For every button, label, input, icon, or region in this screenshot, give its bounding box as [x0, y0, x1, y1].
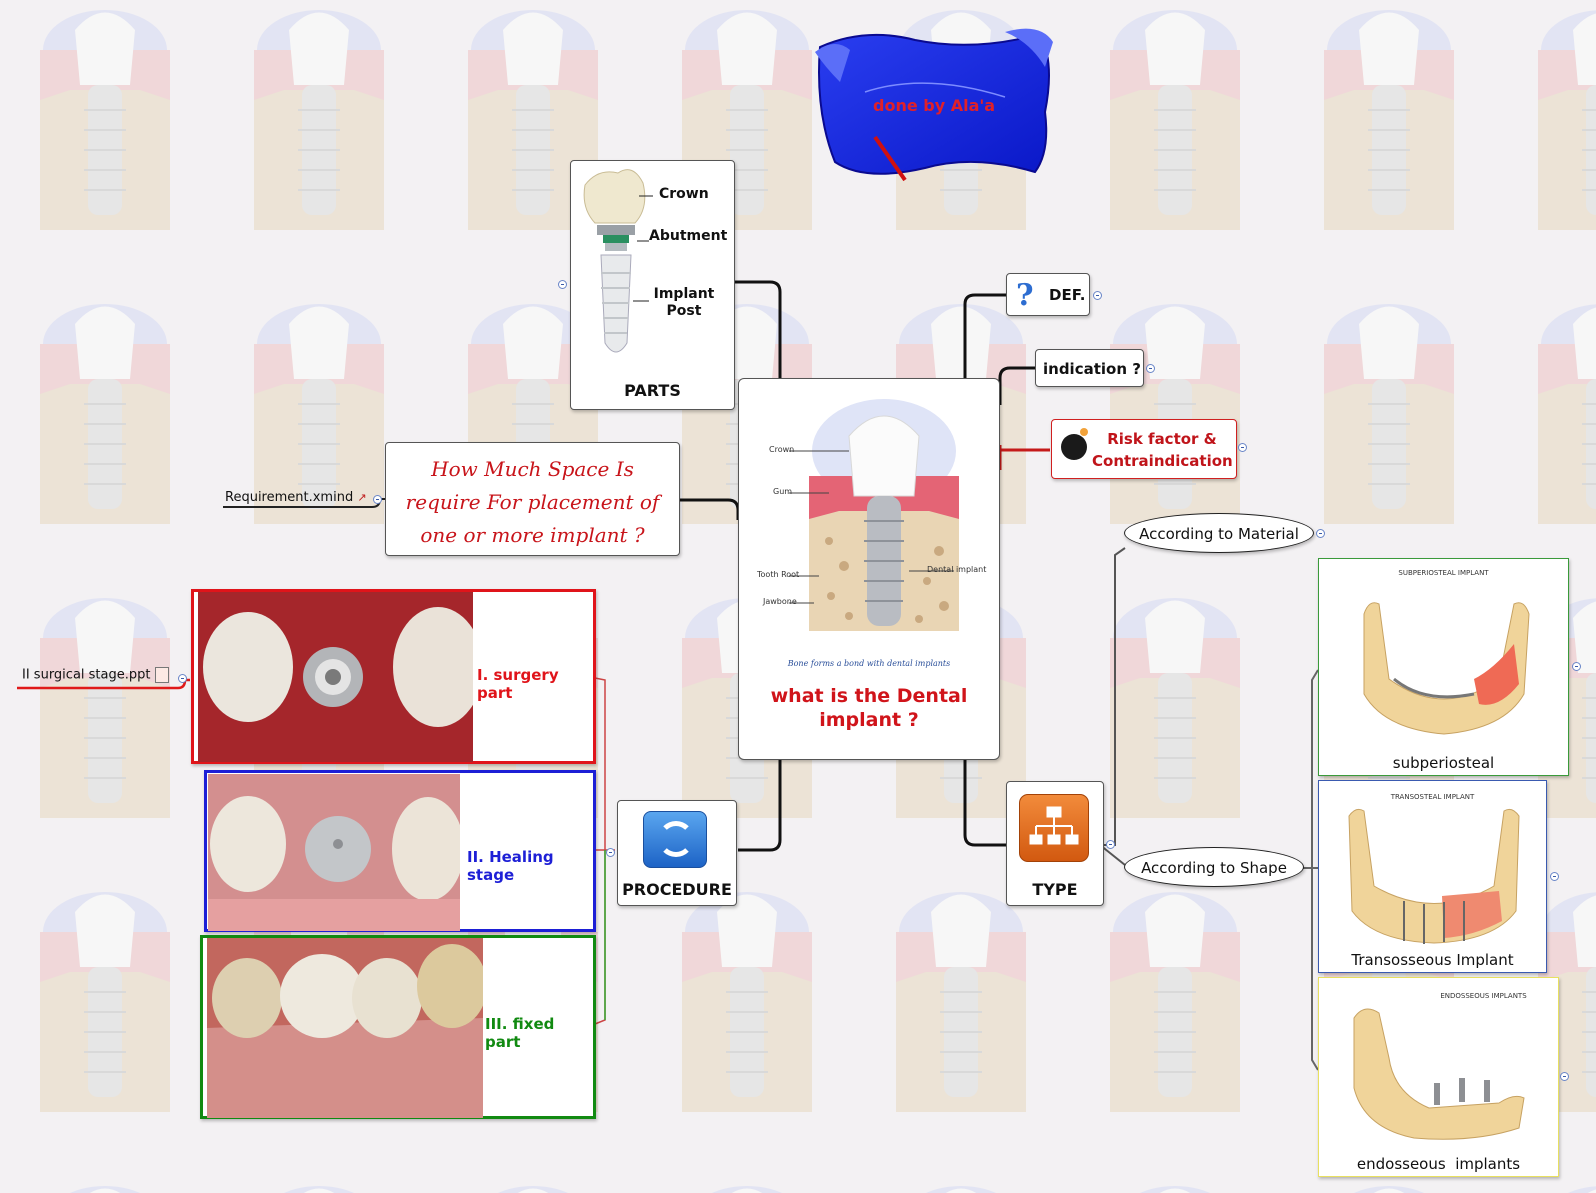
indication-topic[interactable]: indication ? [1035, 349, 1144, 387]
requirement-file-label: Requirement.xmind [225, 490, 354, 505]
ppt-file-icon [154, 667, 169, 683]
def-label: DEF. [1049, 286, 1086, 304]
risk-collapse-toggle[interactable] [1238, 443, 1247, 452]
bomb-fuse-icon [1080, 428, 1088, 436]
question-icon: ? [1016, 278, 1034, 313]
fixed-step-label: III. fixed part [485, 1015, 555, 1051]
procedure-title: PROCEDURE [622, 880, 732, 899]
surgery-collapse-toggle[interactable] [178, 674, 187, 683]
parts-label-implant-post: Implant Post [653, 286, 715, 319]
parts-collapse-toggle[interactable] [558, 280, 567, 289]
subperiosteal-image [1363, 602, 1530, 735]
type-subperiosteal[interactable]: SUBPERIOSTEAL IMPLANT subperiosteal [1318, 558, 1569, 776]
surgery-step-label: I. surgery part [477, 666, 559, 702]
parts-topic[interactable]: Crown Abutment Implant Post PARTS [570, 160, 735, 410]
scroll-image [815, 28, 1053, 182]
subperiosteal-header: SUBPERIOSTEAL IMPLANT [1398, 569, 1489, 577]
type-topic[interactable]: TYPE [1006, 781, 1104, 906]
parts-label-abutment: Abutment [649, 228, 728, 244]
link-arrow-icon: ↗ [357, 491, 367, 504]
callout-shape-label: According to Shape [1141, 859, 1287, 877]
endosseous-image [1353, 1008, 1525, 1140]
transosseous-header: TRANSOSTEAL IMPLANT [1390, 793, 1475, 801]
central-label-tooth-root: Tooth Root [757, 570, 800, 579]
def-collapse-toggle[interactable] [1093, 291, 1102, 300]
fixed-photo [207, 938, 483, 1118]
central-label-jawbone: Jawbone [763, 597, 797, 606]
type-title: TYPE [1032, 880, 1078, 899]
endosseous-header: ENDOSSEOUS IMPLANTS [1440, 992, 1527, 1000]
surgical-file-label: II surgical stage.ppt [22, 667, 151, 683]
hierarchy-icon [1019, 794, 1089, 862]
space-requirement-label: How Much Space Is require For placement … [405, 457, 660, 547]
callout-material-label: According to Material [1139, 525, 1299, 543]
space-requirement-topic[interactable]: How Much Space Is require For placement … [385, 442, 680, 556]
endosseous-collapse-toggle[interactable] [1560, 1072, 1569, 1081]
healing-step-label: II. Healing stage [467, 848, 554, 884]
procedure-topic[interactable]: PROCEDURE [617, 800, 737, 906]
surgery-photo [198, 592, 473, 762]
implant-parts-image [583, 169, 653, 353]
central-caption: Bone forms a bond with dental implants [787, 659, 951, 668]
risk-topic[interactable]: Risk factor & Contraindication [1051, 419, 1237, 479]
procedure-collapse-toggle[interactable] [606, 848, 615, 857]
refresh-icon [643, 811, 707, 868]
parts-label-crown: Crown [659, 186, 709, 202]
healing-photo [208, 774, 460, 931]
def-topic[interactable]: ? DEF. [1006, 273, 1090, 316]
endosseous-label: endosseous implants [1356, 1155, 1521, 1173]
central-label-crown: Crown [769, 445, 795, 454]
callout-shape[interactable]: According to Shape [1124, 847, 1304, 887]
central-label-gum: Gum [773, 487, 793, 496]
subperiosteal-label: subperiosteal [1392, 754, 1495, 772]
surgical-attachment[interactable]: II surgical stage.ppt [22, 667, 169, 683]
requirement-attachment[interactable]: Requirement.xmind ↗ [225, 490, 367, 505]
transosseous-label: Transosseous Implant [1351, 951, 1514, 969]
central-title: what is the Dental implant ? [770, 685, 968, 731]
dental-implant-image [789, 399, 959, 631]
type-transosseous[interactable]: TRANSOSTEAL IMPLANT Transosseous Implant [1318, 780, 1547, 973]
central-topic[interactable]: Crown Gum Tooth Root Jawbone Dental impl… [738, 378, 1000, 760]
banner-text: done by Ala'a [873, 96, 996, 115]
procedure-step-healing[interactable]: II. Healing stage [204, 770, 596, 932]
risk-label: Risk factor & Contraindication [1092, 430, 1233, 470]
subperiosteal-collapse-toggle[interactable] [1572, 662, 1581, 671]
procedure-step-fixed[interactable]: III. fixed part [200, 935, 596, 1119]
procedure-step-surgery[interactable]: I. surgery part [191, 589, 596, 764]
bomb-icon [1061, 434, 1087, 460]
type-collapse-toggle[interactable] [1106, 840, 1115, 849]
central-label-dental-implant: Dental implant [927, 565, 987, 574]
type-endosseous[interactable]: ENDOSSEOUS IMPLANTS endosseous implants [1318, 977, 1559, 1177]
material-collapse-toggle[interactable] [1316, 529, 1325, 538]
transosseous-image [1348, 808, 1520, 944]
indication-collapse-toggle[interactable] [1146, 364, 1155, 373]
indication-label: indication ? [1043, 360, 1141, 378]
callout-material[interactable]: According to Material [1124, 513, 1314, 553]
banner-scroll: done by Ala'a [805, 22, 1060, 182]
space-collapse-toggle[interactable] [373, 495, 382, 504]
parts-title: PARTS [624, 381, 681, 400]
transosseous-collapse-toggle[interactable] [1550, 872, 1559, 881]
